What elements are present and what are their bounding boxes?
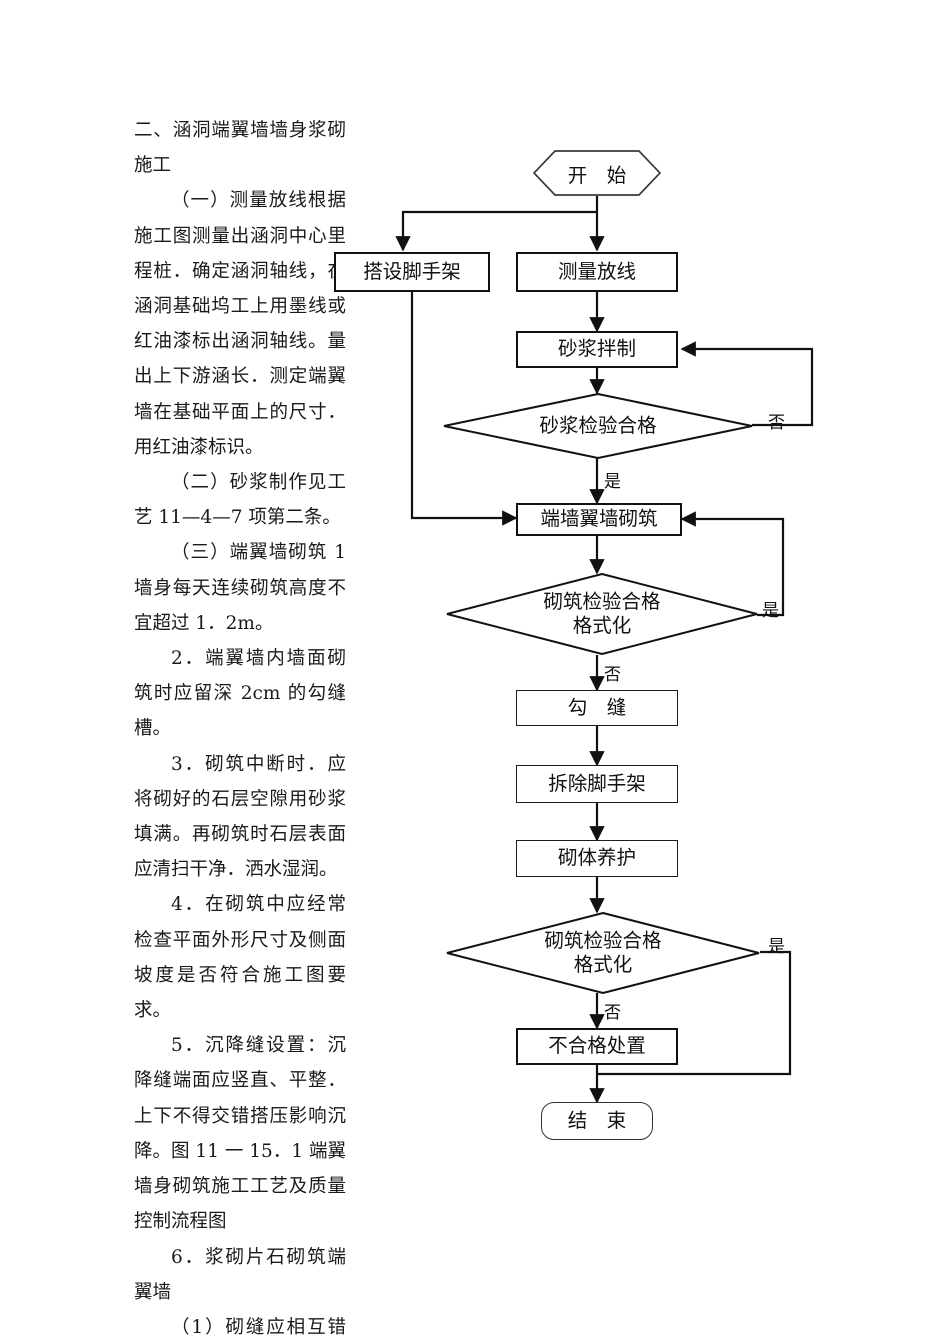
section-heading: 二、涵洞端翼墙墙身浆砌施工 <box>134 120 346 177</box>
node-survey-layout[interactable]: 测量放线 <box>516 252 678 292</box>
paragraph-2: （二）砂浆制作见工艺 11—4—7 项第二条。 <box>134 472 346 529</box>
branch-label-masonry-check-2-yes: 是 <box>768 937 785 957</box>
text-column: 二、涵洞端翼墙墙身浆砌施工 （一）测量放线根据施工图测量出涵洞中心里程桩．确定涵… <box>134 113 346 1344</box>
node-masonry-check-1-line1: 砌筑检验合格 <box>543 589 661 613</box>
node-mortar-check-label: 砂浆检验合格 <box>539 413 657 437</box>
node-end[interactable]: 结 束 <box>541 1102 653 1140</box>
node-scaffold-build-label: 搭设脚手架 <box>363 259 461 283</box>
node-start-label: 开 始 <box>567 163 627 187</box>
node-masonry-curing-label: 砌体养护 <box>557 846 636 870</box>
paragraph-5: 3．砌筑中断时．应将砌好的石层空隙用砂浆填满。再砌筑时石层表面应清扫干净．洒水湿… <box>134 753 346 881</box>
branch-label-masonry-check-1-no: 否 <box>604 665 621 685</box>
branch-label-mortar-check-yes: 是 <box>604 472 621 492</box>
node-masonry-check-1-line2: 格式化 <box>572 614 632 637</box>
node-masonry-check-2[interactable]: 砌筑检验合格 格式化 <box>446 912 760 994</box>
paragraph-6: 4．在砌筑中应经常检查平面外形尺寸及侧面坡度是否符合施工图要求。 <box>134 894 346 1022</box>
node-scaffold-remove[interactable]: 拆除脚手架 <box>516 765 678 803</box>
branch-label-masonry-check-1-yes: 是 <box>762 601 779 621</box>
paragraph-7: 5．沉降缝设置：沉降缝端面应竖直、平整．上下不得交错搭压影响沉降。图 11 一 … <box>134 1035 346 1233</box>
node-scaffold-build[interactable]: 搭设脚手架 <box>334 252 490 292</box>
node-wall-masonry[interactable]: 端墙翼墙砌筑 <box>516 503 682 536</box>
node-mortar-mix-label: 砂浆拌制 <box>557 337 636 361</box>
node-masonry-check-2-line2: 格式化 <box>573 953 633 976</box>
node-nonconformance-label: 不合格处置 <box>548 1034 646 1058</box>
branch-label-mortar-check-no: 否 <box>768 413 785 433</box>
node-scaffold-remove-label: 拆除脚手架 <box>548 771 646 795</box>
node-masonry-check-2-label: 砌筑检验合格 格式化 <box>446 912 760 994</box>
node-survey-layout-label: 测量放线 <box>557 259 636 283</box>
node-masonry-check-1-label: 砌筑检验合格 格式化 <box>446 573 758 655</box>
node-start[interactable]: 开 始 <box>533 150 661 196</box>
node-masonry-curing[interactable]: 砌体养护 <box>516 840 678 877</box>
node-masonry-check-1[interactable]: 砌筑检验合格 格式化 <box>446 573 758 655</box>
node-pointing[interactable]: 勾 缝 <box>516 690 678 726</box>
paragraph-1: （一）测量放线根据施工图测量出涵洞中心里程桩．确定涵洞轴线，在涵洞基础坞工上用墨… <box>134 190 346 458</box>
node-masonry-check-2-line1: 砌筑检验合格 <box>544 928 662 952</box>
paragraph-4: 2．端翼墙内墙面砌筑时应留深 2cm 的勾缝槽。 <box>134 648 346 740</box>
node-wall-masonry-label: 端墙翼墙砌筑 <box>540 507 658 531</box>
paragraph-8: 6．浆砌片石砌筑端翼墙 <box>134 1246 346 1303</box>
node-end-label: 结 束 <box>567 1108 627 1132</box>
node-pointing-label: 勾 缝 <box>567 695 627 719</box>
branch-label-masonry-check-2-no: 否 <box>604 1003 621 1023</box>
node-mortar-mix[interactable]: 砂浆拌制 <box>516 331 678 368</box>
node-nonconformance[interactable]: 不合格处置 <box>516 1028 678 1065</box>
paragraph-3: （三）端翼墙砌筑 1 墙身每天连续砌筑高度不宜超过 1．2m。 <box>134 542 346 634</box>
node-mortar-check[interactable]: 砂浆检验合格 <box>443 393 753 459</box>
